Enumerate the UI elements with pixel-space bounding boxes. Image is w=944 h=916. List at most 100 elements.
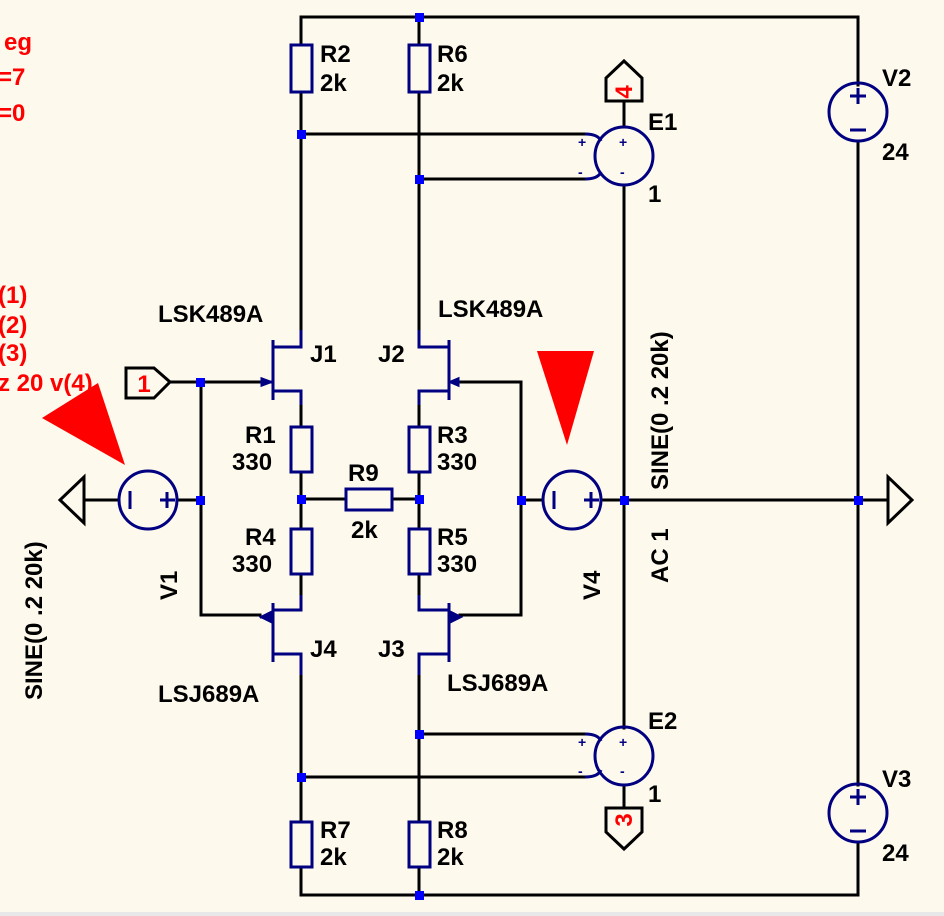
junction-dot (415, 730, 424, 739)
directive-line-4: (1) (0, 282, 27, 309)
j1-name: J1 (310, 341, 337, 368)
e2-out-minus: - (620, 763, 625, 779)
v4-name: V4 (579, 570, 606, 600)
junction-dot (297, 495, 306, 504)
resistor-r1[interactable]: R1 330 (232, 422, 314, 476)
directive-line-1: eg (4, 29, 32, 56)
bottom-edge (0, 912, 944, 916)
resistor-r3[interactable]: R3 330 (407, 422, 477, 476)
resistor-r8[interactable]: R8 2k (407, 817, 468, 871)
directive-line-5: (2) (0, 312, 27, 339)
port-3-label: 3 (611, 813, 638, 826)
j2-model: LSK489A (438, 296, 543, 323)
v1-name: V1 (156, 571, 183, 600)
r6-value: 2k (437, 70, 464, 97)
r8-name: R8 (437, 817, 468, 844)
vcvs-e1[interactable]: + - + - E1 1 (578, 109, 677, 208)
r4-name: R4 (245, 524, 276, 551)
v4-ac: AC 1 (647, 528, 674, 583)
wires (82, 15, 888, 897)
directive-line-7: z 20 v(4) (0, 370, 93, 397)
port-1-label: 1 (137, 371, 150, 398)
arrow-pointer-v1-icon (42, 383, 125, 465)
e2-out-plus: + (619, 734, 627, 750)
r2-name: R2 (320, 41, 351, 68)
v4-value: SINE(0 .2 20k) (647, 331, 674, 490)
e2-ctrl-minus: - (578, 763, 583, 779)
net-port-1[interactable]: 1 (124, 366, 173, 400)
v3-name: V3 (882, 766, 911, 793)
junction-dot (196, 496, 205, 505)
e2-name: E2 (648, 708, 677, 735)
directive-line-2: =7 (0, 64, 25, 91)
r7-name: R7 (320, 817, 351, 844)
net-port-4[interactable]: 4 (604, 58, 644, 103)
r1-value: 330 (232, 449, 272, 476)
e2-gain: 1 (648, 781, 661, 808)
r4-value: 330 (232, 551, 272, 578)
r6-name: R6 (437, 41, 468, 68)
junction-dot (196, 378, 205, 387)
r2-value: 2k (320, 70, 347, 97)
junction-dot (297, 130, 306, 139)
voltage-source-v2[interactable]: V2 24 (827, 65, 911, 166)
junction-dot (517, 496, 526, 505)
v3-value: 24 (882, 840, 909, 867)
resistor-r6[interactable]: R6 2k (407, 41, 468, 97)
e1-ctrl-minus: - (578, 164, 583, 180)
r1-name: R1 (245, 422, 276, 449)
e1-ctrl-plus: + (578, 134, 586, 150)
r3-name: R3 (437, 422, 468, 449)
v2-value: 24 (882, 139, 909, 166)
r3-value: 330 (437, 449, 477, 476)
v2-name: V2 (882, 65, 911, 92)
j4-model: LSJ689A (158, 681, 259, 708)
jfet-j4[interactable]: LSJ689A J4 (158, 595, 337, 708)
j3-name: J3 (378, 636, 405, 663)
r8-value: 2k (437, 844, 464, 871)
resistor-r2[interactable]: R2 2k (289, 41, 351, 97)
jfet-j3[interactable]: LSJ689A J3 (378, 595, 548, 697)
r9-value: 2k (351, 517, 378, 544)
net-port-3[interactable]: 3 (604, 806, 644, 852)
ground-right-icon (886, 473, 915, 527)
jfet-j1[interactable]: LSK489A J1 (158, 301, 337, 405)
junction-dot (854, 496, 863, 505)
v1-value: SINE(0 .2 20k) (21, 541, 48, 700)
resistor-r9[interactable]: R9 2k (344, 460, 394, 544)
resistor-r4[interactable]: R4 330 (232, 524, 314, 578)
resistor-r7[interactable]: R7 2k (289, 817, 351, 871)
arrow-pointer-v4-icon (537, 351, 594, 445)
ground-left-icon (57, 473, 86, 527)
r5-name: R5 (437, 524, 468, 551)
junction-dot (415, 891, 424, 900)
resistor-r5[interactable]: R5 330 (407, 524, 477, 578)
junction-dot (415, 175, 424, 184)
r7-value: 2k (320, 844, 347, 871)
j2-name: J2 (378, 341, 405, 368)
directive-line-3: =0 (0, 100, 25, 127)
r5-value: 330 (437, 551, 477, 578)
e2-ctrl-plus: + (578, 734, 586, 750)
junction-dot (415, 495, 424, 504)
voltage-source-v3[interactable]: V3 24 (827, 766, 911, 867)
voltage-source-v4[interactable]: V4 AC 1 SINE(0 .2 20k) (541, 331, 674, 600)
junction-dot (297, 773, 306, 782)
e1-name: E1 (648, 109, 677, 136)
r9-name: R9 (348, 460, 379, 487)
junction-dot (620, 496, 629, 505)
directive-line-6: (3) (0, 340, 27, 367)
e1-out-minus: - (620, 164, 625, 180)
j1-model: LSK489A (158, 301, 263, 328)
port-4-label: 4 (611, 85, 638, 99)
vcvs-e2[interactable]: + - + - E2 1 (578, 708, 677, 808)
e1-out-plus: + (619, 134, 627, 150)
j3-model: LSJ689A (447, 670, 548, 697)
jfet-j2[interactable]: LSK489A J2 (378, 296, 543, 405)
spice-directives[interactable]: eg =7 =0 (1) (2) (3) z 20 v(4) (0, 29, 93, 397)
e1-gain: 1 (648, 181, 661, 208)
junction-dot (415, 13, 424, 22)
junctions (196, 13, 863, 900)
voltage-source-v1[interactable]: V1 SINE(0 .2 20k) (21, 469, 183, 700)
